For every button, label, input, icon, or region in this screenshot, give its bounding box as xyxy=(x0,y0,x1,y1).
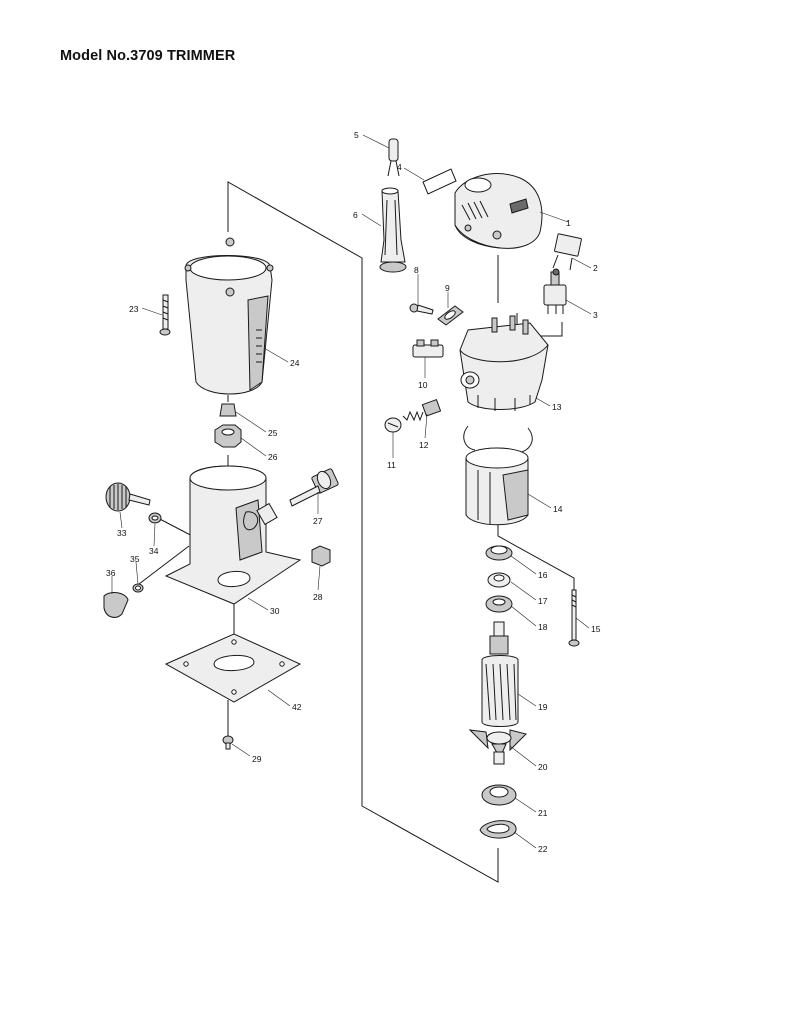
part-26-collet-nut xyxy=(214,424,242,448)
part-18-bearing xyxy=(485,595,513,613)
part-29-screw xyxy=(222,735,234,750)
callout-27: 27 xyxy=(313,516,323,526)
callout-10: 10 xyxy=(418,380,428,390)
callout-3: 3 xyxy=(593,310,598,320)
part-28-nut xyxy=(311,545,331,567)
callout-15: 15 xyxy=(591,624,601,634)
part-8-screw xyxy=(409,303,434,315)
callout-numbers: 5 4 6 1 2 3 8 9 10 13 12 11 14 15 16 17 … xyxy=(106,130,601,854)
part-35-washer xyxy=(132,583,144,593)
callout-24: 24 xyxy=(290,358,300,368)
callout-18: 18 xyxy=(538,622,548,632)
part-10-terminal-block xyxy=(412,339,444,358)
part-12-carbon-brush xyxy=(402,398,442,422)
callout-16: 16 xyxy=(538,570,548,580)
part-22-washer xyxy=(479,820,517,839)
callout-29: 29 xyxy=(252,754,262,764)
part-3-switch xyxy=(543,268,567,314)
callout-1: 1 xyxy=(566,218,571,228)
callout-12: 12 xyxy=(419,440,429,450)
part-4-label xyxy=(422,168,457,195)
callout-9: 9 xyxy=(445,283,450,293)
part-33-thumb-screw xyxy=(105,482,151,512)
callout-36: 36 xyxy=(106,568,116,578)
part-25-collet xyxy=(219,403,237,417)
part-15-long-screw xyxy=(568,589,580,647)
part-17-bearing xyxy=(487,572,511,588)
part-20-fan xyxy=(468,729,527,765)
callout-33: 33 xyxy=(117,528,127,538)
callout-30: 30 xyxy=(270,606,280,616)
part-1-housing-cover xyxy=(454,173,543,249)
part-23-bolt xyxy=(159,294,171,336)
callout-2: 2 xyxy=(593,263,598,273)
callout-5: 5 xyxy=(354,130,359,140)
callout-42: 42 xyxy=(292,702,302,712)
part-34-washer xyxy=(148,512,162,524)
part-14-field xyxy=(463,425,533,526)
page-title: Model No.3709 TRIMMER xyxy=(60,48,236,64)
part-21-bearing xyxy=(481,784,517,806)
callout-11: 11 xyxy=(387,460,396,470)
callout-17: 17 xyxy=(538,596,548,606)
callout-13: 13 xyxy=(552,402,562,412)
callout-25: 25 xyxy=(268,428,278,438)
part-9-brush-cap xyxy=(437,305,464,326)
leader-lines xyxy=(111,134,592,849)
callout-8: 8 xyxy=(414,265,419,275)
callout-23: 23 xyxy=(129,304,139,314)
callout-21: 21 xyxy=(538,808,548,818)
part-16-ring xyxy=(485,545,513,561)
callout-28: 28 xyxy=(313,592,323,602)
part-30-base xyxy=(164,465,302,605)
part-19-armature xyxy=(481,621,519,727)
part-11-brush-cap xyxy=(384,417,402,433)
callout-34: 34 xyxy=(149,546,159,556)
assembly-guide-lines xyxy=(138,181,575,883)
callout-4: 4 xyxy=(397,162,402,172)
callout-35: 35 xyxy=(130,554,140,564)
callout-26: 26 xyxy=(268,452,278,462)
callout-20: 20 xyxy=(538,762,548,772)
part-5-lead-wire xyxy=(387,138,400,177)
callout-6: 6 xyxy=(353,210,358,220)
part-6-cord-guard xyxy=(379,187,407,273)
part-27-knob xyxy=(289,468,339,507)
part-24-housing xyxy=(184,237,274,395)
part-36-lever xyxy=(103,592,129,618)
part-2-noise-suppressor xyxy=(552,233,582,271)
callout-14: 14 xyxy=(553,504,563,514)
callout-22: 22 xyxy=(538,844,548,854)
callout-19: 19 xyxy=(538,702,548,712)
part-13-motor-housing xyxy=(459,315,549,411)
part-42-base-plate xyxy=(164,633,302,703)
